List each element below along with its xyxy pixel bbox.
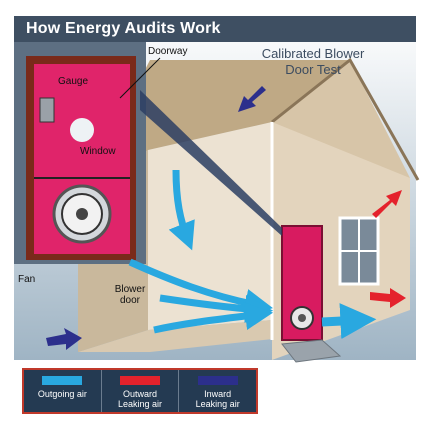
legend-swatch-outgoing-air — [42, 376, 83, 385]
legend-item-outward-leak: Outward Leaking air — [102, 370, 180, 412]
doorway-label: Doorway — [148, 46, 188, 57]
fan-label: Fan — [18, 274, 36, 285]
page-title: How Energy Audits Work — [26, 20, 221, 37]
legend-item-outgoing-air: Outgoing air — [24, 370, 102, 412]
outgoing-air-arrow-4 — [153, 302, 274, 334]
house-blower-fan-hub — [298, 314, 306, 322]
door-steps — [281, 339, 342, 363]
legend-label-outgoing-air-line-1: Outgoing air — [37, 389, 87, 399]
blower-door-label-line-1: Blower — [114, 284, 146, 295]
legend-label-outward-leak: Outward Leaking air — [118, 389, 162, 409]
legend-item-inward-leak: Inward Leaking air — [179, 370, 256, 412]
legend-label-outgoing-air: Outgoing air — [38, 389, 87, 399]
inward-leak-arrow-1 — [238, 86, 266, 112]
legend-swatch-inward-leak — [197, 376, 238, 385]
inward-leak-arrow-2 — [46, 328, 82, 350]
legend: Outgoing air Outward Leaking air Inward … — [22, 368, 258, 414]
legend-label-inward-leak: Inward Leaking air — [196, 389, 240, 409]
legend-label-outward-leak-line-2: Leaking air — [117, 399, 163, 409]
legend-label-inward-leak-line-1: Inward — [204, 389, 232, 399]
window-label: Window — [80, 146, 116, 157]
inset-window — [70, 118, 94, 142]
gable-wall — [272, 60, 410, 178]
gauge-device — [39, 97, 55, 123]
outward-leak-arrow-2 — [370, 288, 406, 308]
outgoing-air-arrow-1 — [168, 169, 195, 251]
legend-label-inward-leak-line-2: Leaking air — [195, 399, 240, 409]
subtitle-line-1: Calibrated Blower — [261, 46, 365, 61]
fan-hub — [76, 208, 88, 220]
inset-projection — [140, 90, 282, 236]
header-bar: How Energy Audits Work — [14, 16, 416, 42]
interior-floor — [78, 320, 282, 352]
blower-door-label: Blower door — [112, 284, 148, 306]
outward-leak-arrow-1 — [372, 190, 402, 218]
outgoing-air-arrow-5 — [321, 303, 377, 340]
legend-swatch-outward-leak — [120, 376, 160, 385]
gauge-label: Gauge — [58, 76, 89, 87]
legend-label-outward-leak-line-1: Outward — [122, 389, 157, 399]
blower-door-label-line-2: door — [119, 295, 140, 306]
doorway-pointer — [119, 57, 161, 99]
roof-edge — [271, 57, 420, 181]
diagram-subtitle: Calibrated Blower Door Test — [228, 46, 398, 78]
subtitle-line-2: Door Test — [285, 62, 341, 77]
